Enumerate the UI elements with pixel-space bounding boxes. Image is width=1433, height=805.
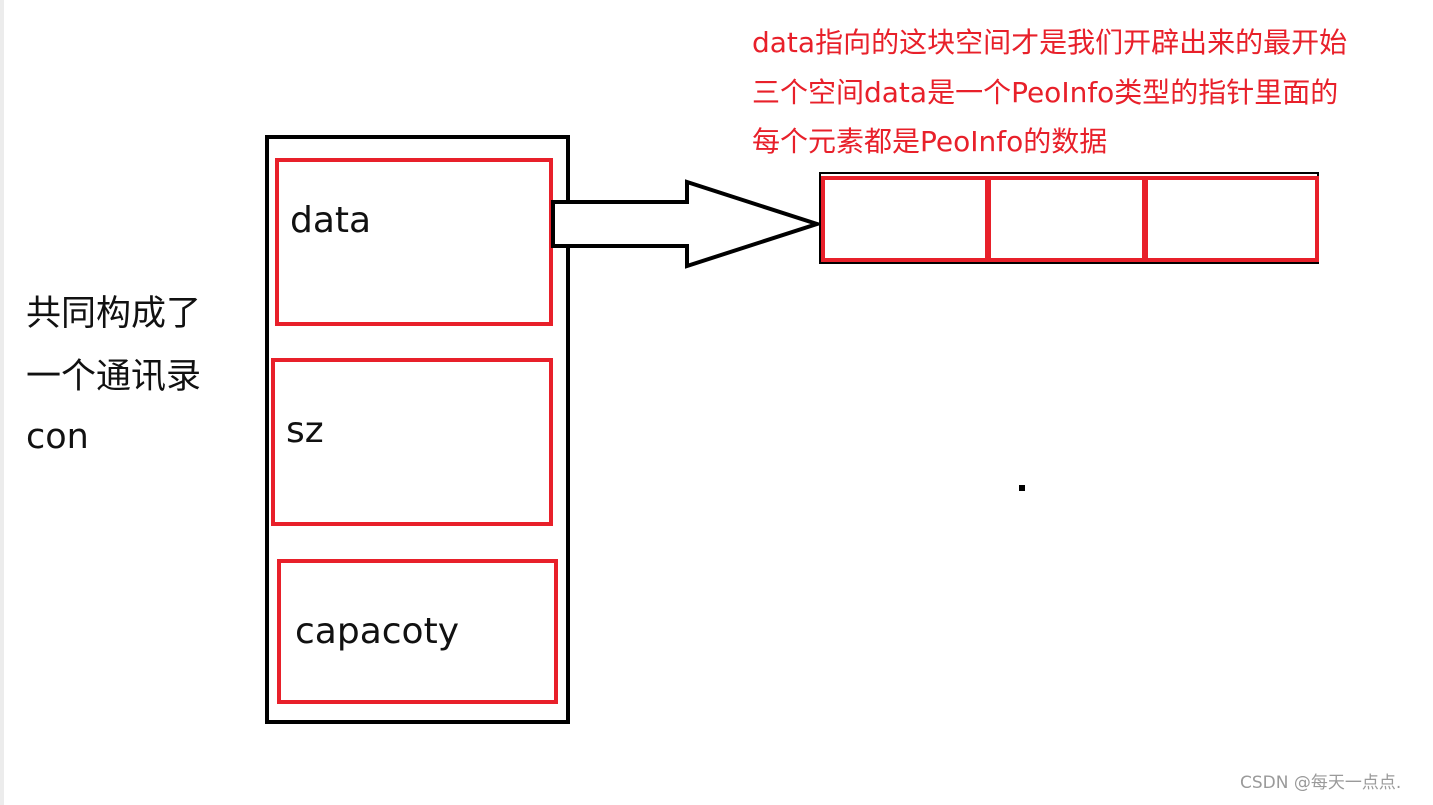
caption-line-3: con	[26, 417, 89, 457]
field-label-sz: sz	[286, 410, 324, 451]
field-label-data: data	[290, 200, 372, 241]
field-box-data	[275, 158, 553, 326]
field-label-capacity: capacoty	[295, 611, 460, 652]
note-line-3: 每个元素都是PeoInfo的数据	[752, 125, 1108, 158]
array-cell-1	[821, 176, 989, 262]
caption-line-2: 一个通讯录	[26, 357, 202, 397]
note-line-2: 三个空间data是一个PeoInfo类型的指针里面的	[752, 76, 1339, 109]
note-line-1: data指向的这块空间才是我们开辟出来的最开始	[752, 26, 1348, 59]
pointer-arrow-shape	[551, 179, 824, 269]
stray-dot	[1019, 485, 1025, 491]
contact-struct-box	[265, 135, 570, 724]
pointer-arrow	[551, 179, 824, 269]
caption-line-1: 共同构成了	[26, 294, 202, 334]
array-cell-2	[987, 176, 1146, 262]
left-edge-strip	[0, 0, 4, 805]
field-box-sz	[271, 358, 553, 526]
field-box-capacity	[277, 559, 558, 704]
array-cell-3	[1144, 176, 1319, 262]
watermark: CSDN @每天一点点.	[1240, 773, 1402, 793]
